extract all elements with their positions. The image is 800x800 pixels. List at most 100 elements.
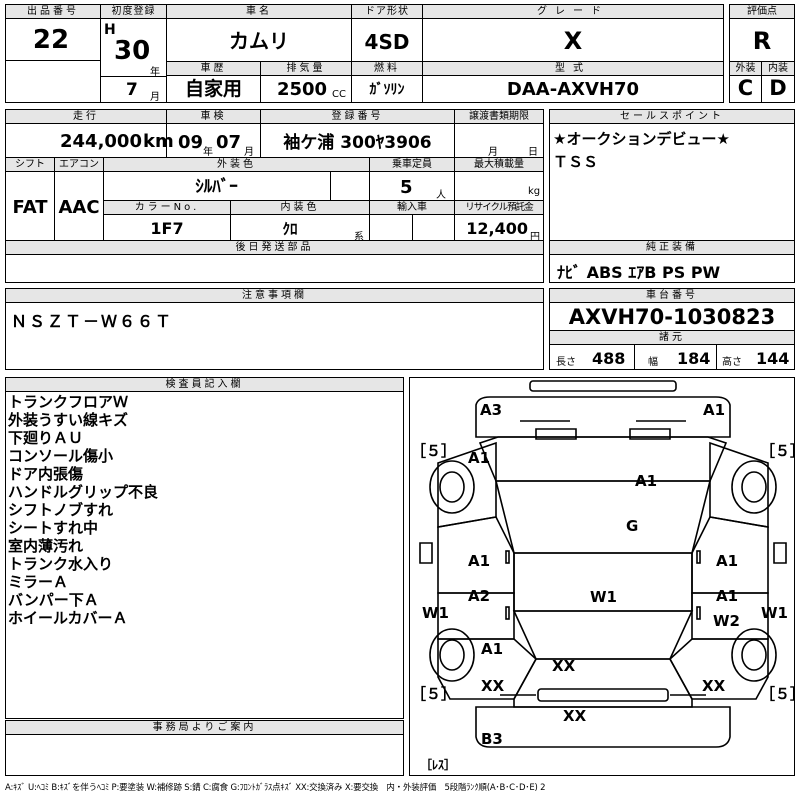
divider (716, 345, 717, 370)
tire-rear-left (429, 628, 475, 682)
left-front-door (437, 516, 515, 594)
remark-line: バンパー下Ａ (8, 591, 99, 609)
int-color-label: 内装色 (230, 200, 370, 215)
inspector-label: 検査員記入欄 (5, 377, 404, 392)
month-unit: 月 (150, 92, 160, 103)
equipment-value: ﾅﾋﾞ ABS ｴｱB PS PW (557, 263, 721, 282)
notes-label: 注意事項欄 (5, 288, 544, 303)
height-label: 高さ (722, 357, 742, 368)
rear-lamp-bar (537, 688, 669, 702)
later-parts-label: 後日発送部品 (5, 240, 544, 255)
wheel-front-right (741, 471, 767, 503)
model-value: DAA-AXVH70 (506, 79, 640, 100)
tire-rear-right (731, 628, 777, 682)
year-unit: 年 (150, 67, 160, 78)
era: H (104, 22, 116, 38)
rear-window (512, 610, 694, 660)
int-color-value: ｸﾛ (282, 220, 298, 238)
plate-label: 登録番号 (260, 109, 455, 124)
door-value: 4SD (364, 30, 410, 54)
shift-label: シフト (5, 157, 55, 172)
remark-line: ドア内張傷 (8, 465, 84, 483)
specs-label: 諸元 (549, 330, 795, 345)
color-no-value: 1F7 (150, 219, 184, 238)
capacity-value: 5 (400, 177, 413, 198)
color-label: 外装色 (103, 157, 370, 172)
recycle-value: 12,400 (466, 219, 528, 238)
wheel-rear-right (741, 639, 767, 671)
ac-value: AAC (58, 197, 100, 218)
inspection-label: 車検 (166, 109, 261, 124)
model-label: 型式 (422, 61, 724, 76)
ac-label: エアコン (54, 157, 104, 172)
car-diagram (419, 380, 787, 748)
capacity-label: 乗車定員 (369, 157, 455, 172)
remark-line: コンソール傷小 (8, 447, 114, 465)
trunk (513, 658, 693, 708)
tire-front-right (731, 460, 777, 514)
left-mirror (419, 542, 433, 564)
damage-mark: XX (563, 707, 587, 725)
chassis-label: 車台番号 (549, 288, 795, 303)
sales-point-line: ★オークションデビュー★ (553, 130, 730, 148)
remark-line: ミラーＡ (8, 573, 69, 591)
width-value: 184 (677, 349, 711, 368)
transfer-month: 月 (488, 147, 498, 158)
remark-line: シートすれ中 (8, 519, 99, 537)
grade-label: グレード (422, 4, 724, 19)
inspection-year: 09 (178, 132, 204, 153)
damage-mark: W1 (422, 604, 449, 622)
front-bumper-bar (529, 380, 677, 392)
fuel-value: ｶﾞｿﾘﾝ (369, 82, 405, 98)
transfer-label: 譲渡書類期限 (454, 109, 544, 124)
car-name: カムリ (229, 29, 289, 53)
right-front-door (691, 516, 769, 594)
transfer-day: 日 (528, 147, 538, 158)
damage-mark: W2 (713, 612, 740, 630)
remark-line: 外装うすい線キズ (8, 411, 129, 429)
history-value: 自家用 (184, 78, 242, 100)
payload-label: 最大積載量 (454, 157, 544, 172)
import-label: 輸入車 (369, 200, 455, 215)
damage-mark: XX (552, 657, 576, 675)
width-label: 幅 (648, 357, 658, 368)
divider (330, 172, 331, 201)
damage-mark: G (626, 517, 639, 535)
damage-mark: W1 (761, 604, 788, 622)
chassis-value: AXVH70-1030823 (568, 305, 776, 329)
damage-mark: XX (702, 677, 726, 695)
equipment-label: 純正装備 (549, 240, 795, 255)
tire-mark: ［５］ (411, 685, 457, 703)
legend: A:ｷｽﾞ U:ﾍｺﾐ B:ｷｽﾞを伴うﾍｺﾐ P:要塗装 W:補修跡 S:錆 … (5, 783, 546, 793)
plate-value: 袖ケ浦 300ﾔ3906 (283, 133, 432, 153)
int-color-unit: 系 (354, 232, 364, 243)
damage-mark: A1 (468, 552, 491, 570)
month: 7 (126, 80, 138, 100)
door-handle (505, 606, 510, 620)
displacement-label: 排気量 (260, 61, 352, 76)
grade-value: X (563, 27, 583, 55)
score-label: 評価点 (729, 4, 795, 19)
hood (478, 436, 728, 482)
length-label: 長さ (556, 357, 576, 368)
damage-mark: B3 (481, 730, 503, 748)
divider (5, 60, 101, 61)
wheel-front-left (439, 471, 465, 503)
notes-value: ＮＳＺＴ－Ｗ６６Ｔ (11, 312, 174, 331)
inspection-year-unit: 年 (203, 147, 213, 158)
recycle-unit: 円 (530, 232, 540, 243)
damage-mark: W1 (590, 588, 617, 606)
rear-bumper (475, 706, 731, 748)
inspector-remarks: トランクフロアＷ 外装うすい線キズ 下廻りＡＵ コンソール傷小 ドア内張傷 ハン… (8, 393, 158, 627)
inspection-month: 07 (216, 132, 242, 153)
capacity-unit: 人 (436, 190, 446, 201)
remark-line: トランク水入り (8, 555, 114, 573)
mileage-label: 走行 (5, 109, 167, 124)
lot-label: 出品番号 (5, 4, 101, 19)
year: 30 (114, 36, 151, 66)
first-reg-label: 初度登録 (100, 4, 167, 19)
divider (412, 215, 413, 241)
remark-line: 室内薄汚れ (8, 537, 84, 555)
windshield (494, 480, 712, 554)
diagram-frame (409, 377, 795, 776)
